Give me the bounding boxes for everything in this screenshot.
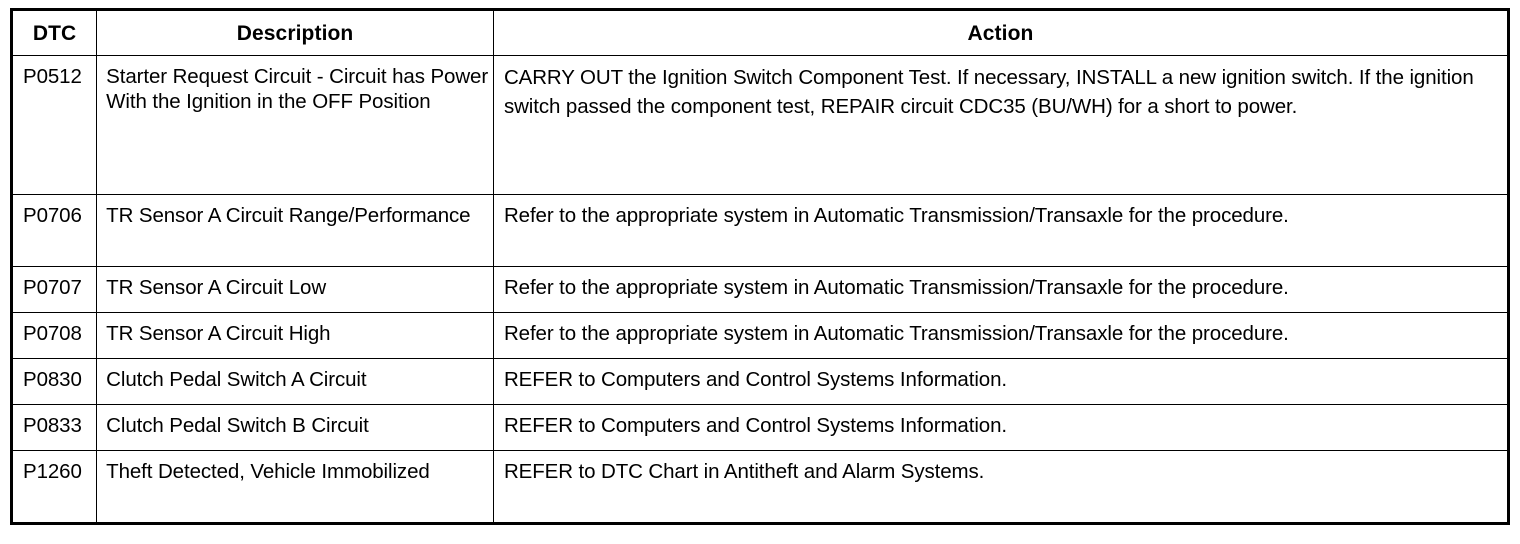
dtc-code: P0706 — [23, 204, 82, 227]
table-body: P0512 Starter Request Circuit - Circuit … — [10, 55, 1510, 524]
table-row: P0707 TR Sensor A Circuit Low Refer to t… — [10, 266, 1510, 313]
column-header-description: Description — [96, 9, 494, 56]
cell-description: TR Sensor A Circuit High — [96, 312, 494, 359]
cell-action: CARRY OUT the Ignition Switch Component … — [492, 55, 1510, 195]
column-header-description-label: Description — [236, 22, 354, 45]
action-text: REFER to Computers and Control Systems I… — [503, 368, 1007, 391]
dtc-code: P0707 — [23, 276, 82, 299]
column-header-action: Action — [492, 9, 1510, 56]
cell-action: REFER to Computers and Control Systems I… — [492, 404, 1510, 451]
column-header-dtc: DTC — [10, 9, 98, 56]
description-text: Starter Request Circuit - Circuit has Po… — [106, 65, 489, 113]
cell-dtc: P0830 — [10, 358, 98, 405]
cell-action: Refer to the appropriate system in Autom… — [492, 266, 1510, 313]
column-header-action-label: Action — [967, 22, 1034, 45]
cell-dtc: P1260 — [10, 450, 98, 524]
cell-action: REFER to Computers and Control Systems I… — [492, 358, 1510, 405]
cell-action: REFER to DTC Chart in Antitheft and Alar… — [492, 450, 1510, 524]
action-text: REFER to DTC Chart in Antitheft and Alar… — [503, 460, 985, 483]
cell-dtc: P0833 — [10, 404, 98, 451]
action-text: Refer to the appropriate system in Autom… — [503, 276, 1289, 299]
cell-description: Clutch Pedal Switch A Circuit — [96, 358, 494, 405]
cell-description: Starter Request Circuit - Circuit has Po… — [96, 55, 494, 195]
dtc-code: P0512 — [23, 65, 82, 88]
action-text: CARRY OUT the Ignition Switch Component … — [503, 66, 1474, 118]
description-text: TR Sensor A Circuit High — [106, 322, 331, 345]
table-row: P0830 Clutch Pedal Switch A Circuit REFE… — [10, 358, 1510, 405]
dtc-code: P0830 — [23, 368, 82, 391]
table-header: DTC Description Action — [10, 9, 1510, 56]
cell-dtc: P0706 — [10, 194, 98, 267]
dtc-code: P1260 — [23, 460, 82, 483]
cell-action: Refer to the appropriate system in Autom… — [492, 194, 1510, 267]
cell-description: Theft Detected, Vehicle Immobilized — [96, 450, 494, 524]
table-row: P0512 Starter Request Circuit - Circuit … — [10, 55, 1510, 195]
table-row: P0706 TR Sensor A Circuit Range/Performa… — [10, 194, 1510, 267]
cell-description: Clutch Pedal Switch B Circuit — [96, 404, 494, 451]
cell-description: TR Sensor A Circuit Range/Performance — [96, 194, 494, 267]
cell-dtc: P0707 — [10, 266, 98, 313]
column-header-dtc-label: DTC — [32, 22, 77, 45]
description-text: Theft Detected, Vehicle Immobilized — [106, 460, 430, 483]
cell-dtc: P0708 — [10, 312, 98, 359]
table-row: P0833 Clutch Pedal Switch B Circuit REFE… — [10, 404, 1510, 451]
table-row: P0708 TR Sensor A Circuit High Refer to … — [10, 312, 1510, 359]
table-row: P1260 Theft Detected, Vehicle Immobilize… — [10, 450, 1510, 524]
cell-action: Refer to the appropriate system in Autom… — [492, 312, 1510, 359]
dtc-chart-table: DTC Description Action P0512 Starter Req… — [10, 8, 1510, 525]
cell-description: TR Sensor A Circuit Low — [96, 266, 494, 313]
description-text: Clutch Pedal Switch B Circuit — [106, 414, 369, 437]
action-text: Refer to the appropriate system in Autom… — [503, 322, 1289, 345]
description-text: Clutch Pedal Switch A Circuit — [106, 368, 367, 391]
dtc-code: P0708 — [23, 322, 82, 345]
description-text: TR Sensor A Circuit Range/Performance — [106, 204, 471, 227]
action-text: REFER to Computers and Control Systems I… — [503, 414, 1007, 437]
description-text: TR Sensor A Circuit Low — [106, 276, 327, 299]
header-row: DTC Description Action — [10, 9, 1510, 56]
dtc-code: P0833 — [23, 414, 82, 437]
cell-dtc: P0512 — [10, 55, 98, 195]
action-text: Refer to the appropriate system in Autom… — [503, 204, 1289, 227]
